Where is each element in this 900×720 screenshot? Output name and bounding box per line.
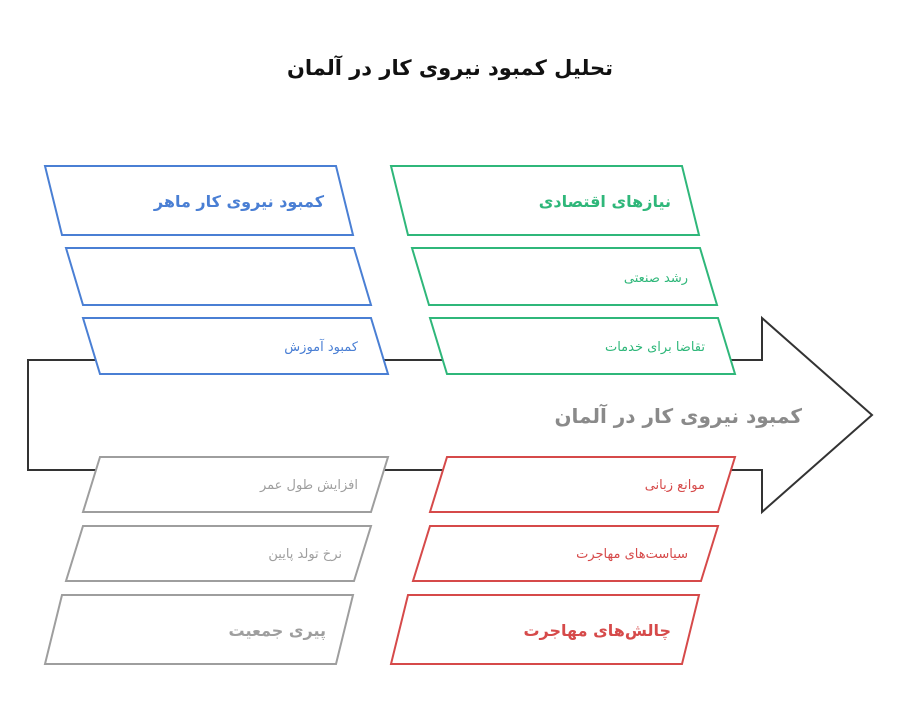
branch-immigration-challenges <box>389 456 737 665</box>
economic-needs-item-2: تقاضا برای خدمات <box>605 340 705 355</box>
skilled-shortage-heading-box <box>43 165 355 236</box>
demographics-item-2-box <box>64 525 373 582</box>
demographics-item-1: افزایش طول عمر <box>259 478 358 493</box>
economic-needs-item-1-box <box>410 247 719 306</box>
immigration-heading-box <box>389 594 701 665</box>
economic-needs-heading-box <box>389 165 701 236</box>
immigration-item-2-box <box>411 525 720 582</box>
immigration-item-1: موانع زبانی <box>645 478 705 493</box>
skilled-shortage-item-2: کمبود آموزش <box>284 338 359 355</box>
economic-needs-item-2-box <box>428 317 737 375</box>
diagram-title: تحلیل کمبود نیروی کار در آلمان <box>286 56 614 80</box>
branch-skilled-shortage <box>43 165 390 375</box>
demographics-item-2: نرخ تولد پایین <box>268 547 342 562</box>
demographics-heading: پیری جمعیت <box>229 621 326 641</box>
skilled-shortage-item-1-box <box>64 247 373 306</box>
branch-demographics <box>43 456 390 665</box>
skilled-shortage-item-2-box <box>81 317 390 375</box>
economic-needs-item-1: رشد صنعتی <box>624 271 688 286</box>
branch-economic-needs <box>389 165 737 375</box>
immigration-item-2: سیاست‌های مهاجرت <box>576 547 688 562</box>
spine-label: کمبود نیروی کار در آلمان <box>554 403 802 428</box>
skilled-shortage-heading: کمبود نیروی کار ماهر <box>153 192 325 211</box>
economic-needs-heading: نیازهای اقتصادی <box>539 192 671 211</box>
immigration-heading: چالش‌های مهاجرت <box>523 621 671 641</box>
demographics-heading-box <box>43 594 355 665</box>
immigration-item-1-box <box>428 456 737 513</box>
demographics-item-1-box <box>81 456 390 513</box>
